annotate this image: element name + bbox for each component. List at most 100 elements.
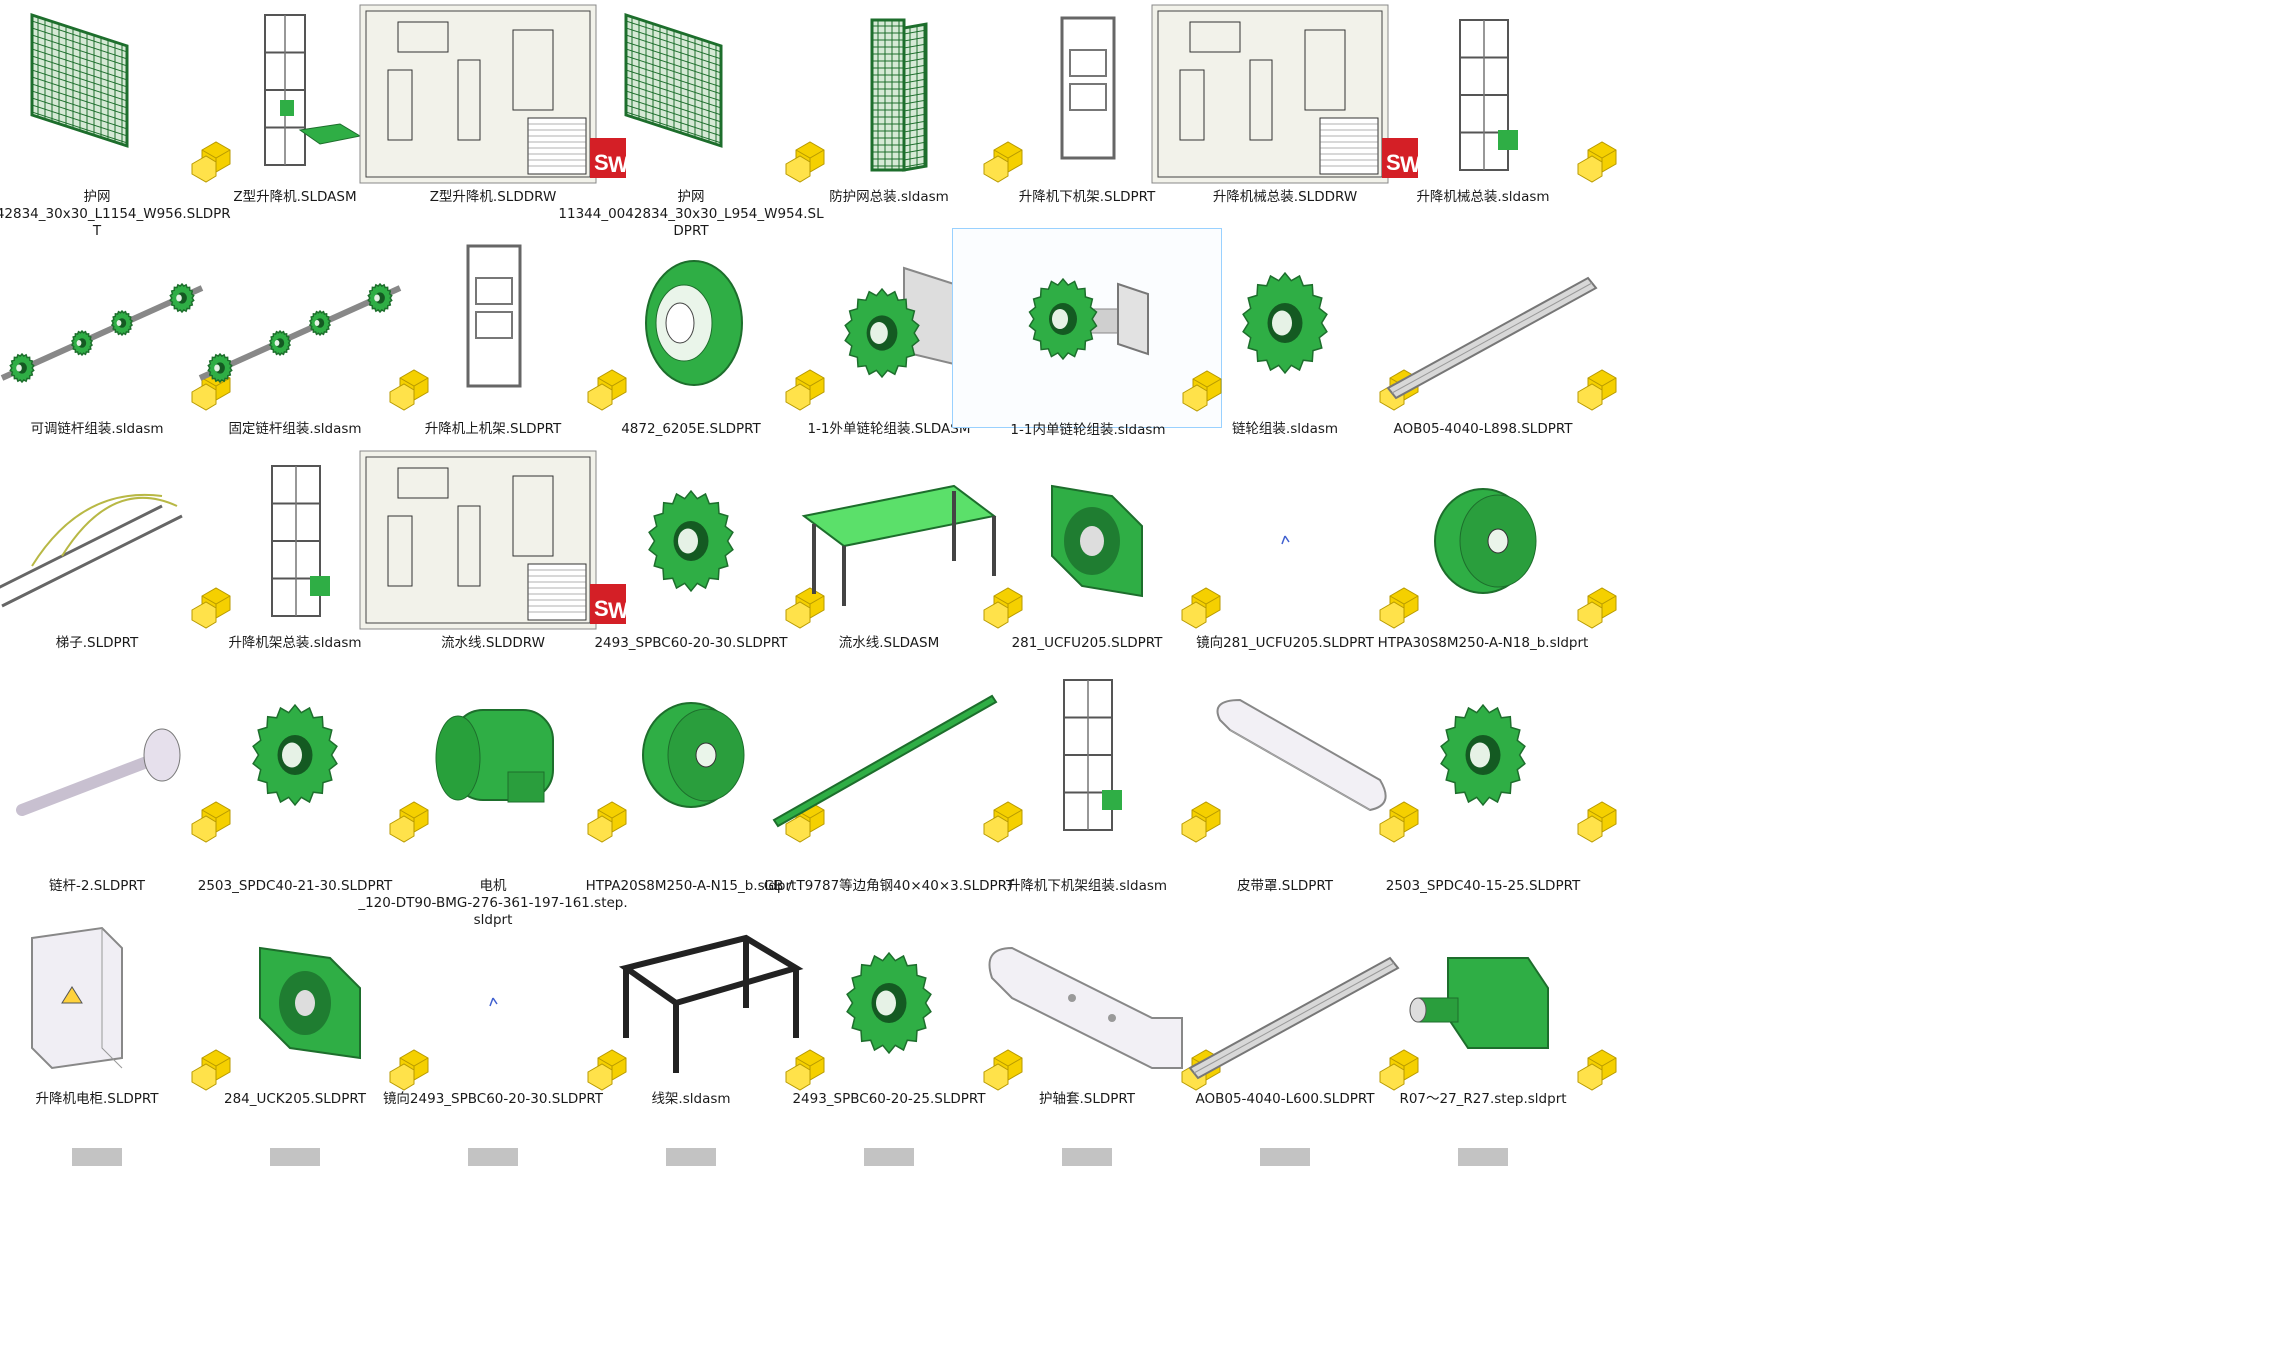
file-tile[interactable]: 284_UCK205.SLDPRT — [160, 908, 430, 1108]
mesh-cage-icon — [754, 0, 1024, 190]
sw-badge — [785, 141, 825, 183]
file-tile[interactable]: 护网4_0042834_30x30_L1154_W956.SLDPRT — [0, 0, 232, 239]
file-name-line: Z型升降机.SLDASM — [233, 189, 357, 205]
file-name-line: 链杆-2.SLDPRT — [48, 878, 146, 894]
file-tile[interactable] — [754, 1148, 1024, 1348]
file-name-line: 流水线.SLDDRW — [441, 635, 545, 651]
file-tile[interactable]: 线架.sldasm — [556, 908, 826, 1108]
svg-text:S: S — [594, 150, 609, 175]
file-name-line: 2503_SPDC40-15-25.SLDPRT — [1385, 878, 1581, 894]
file-tile[interactable] — [1348, 1148, 1618, 1348]
file-tile[interactable]: 升降机械总装.sldasm — [1348, 0, 1618, 205]
file-tile[interactable]: HTPA20S8M250-A-N15_b.sldprt — [556, 660, 826, 894]
file-tile[interactable]: 镜向2493_SPBC60-20-30.SLDPRT — [358, 908, 628, 1108]
partial-icon — [952, 1148, 1222, 1338]
file-name-line: 固定链杆组装.sldasm — [228, 421, 362, 437]
file-name-line: 升降机械总装.SLDDRW — [1212, 189, 1358, 205]
file-tile[interactable]: 2493_SPBC60-20-30.SLDPRT — [556, 446, 826, 651]
file-tile[interactable] — [952, 1148, 1222, 1348]
file-name-label: 4872_6205E.SLDPRT — [556, 421, 826, 438]
file-name-line: 4872_6205E.SLDPRT — [621, 421, 761, 437]
file-tile[interactable]: 1-1内单链轮组装.sldasm — [952, 228, 1222, 438]
drawing-sheet-icon: S W — [358, 0, 629, 190]
mesh-panel-icon — [0, 0, 232, 190]
file-tile[interactable] — [0, 1148, 232, 1348]
file-tile[interactable]: 链杆-2.SLDPRT — [0, 660, 232, 894]
file-tile[interactable]: 281_UCFU205.SLDPRT — [952, 446, 1222, 651]
file-name-line: Z型升降机.SLDDRW — [429, 189, 557, 205]
file-tile[interactable]: R07～27_R27.step.sldprt — [1348, 908, 1618, 1108]
file-name-label: GB / T9787等边角钢40×40×3.SLDPRT — [754, 878, 1024, 895]
file-tile[interactable]: 2493_SPBC60-20-25.SLDPRT — [754, 908, 1024, 1108]
file-name-line: 2493_SPBC60-20-30.SLDPRT — [594, 635, 788, 651]
file-name-line: 镜向281_UCFU205.SLDPRT — [1196, 635, 1374, 651]
file-tile[interactable]: 流水线.SLDASM — [754, 446, 1024, 651]
file-tile[interactable] — [358, 1148, 628, 1348]
tower-frame-icon — [1348, 0, 1618, 190]
file-tile[interactable]: 电机_120-DT90-BMG-276-361-197-161.step.sld… — [358, 660, 628, 928]
file-name-line: 284_UCK205.SLDPRT — [223, 1091, 366, 1107]
file-name-label: 升降机电柜.SLDPRT — [0, 1091, 232, 1108]
file-name-label: 护网4_0042834_30x30_L1154_W956.SLDPRT — [0, 189, 232, 240]
file-tile[interactable]: AOB05-4040-L600.SLDPRT — [1150, 908, 1420, 1108]
file-tile[interactable]: 固定链杆组装.sldasm — [160, 228, 430, 437]
file-tile[interactable]: 4872_6205E.SLDPRT — [556, 228, 826, 437]
file-name-line: AOB05-4040-L898.SLDPRT — [1393, 421, 1573, 437]
sw-badge — [785, 1049, 825, 1091]
pillow-block-icon — [160, 908, 430, 1098]
sw-badge — [1182, 370, 1222, 412]
file-tile[interactable]: GB / T9787等边角钢40×40×3.SLDPRT — [754, 660, 1024, 894]
file-name-label: 流水线.SLDDRW — [358, 635, 628, 652]
file-name-line: 线架.sldasm — [651, 1091, 731, 1107]
file-tile[interactable]: 梯子.SLDPRT — [0, 446, 232, 651]
file-tile[interactable] — [1150, 1148, 1420, 1348]
pulley-icon — [1348, 446, 1618, 636]
file-tile[interactable]: 链轮组装.sldasm — [1150, 228, 1420, 437]
file-name-label: 链轮组装.sldasm — [1150, 421, 1420, 438]
sw-badge — [191, 141, 231, 183]
file-name-line: 护网 — [677, 189, 705, 205]
file-name-line: 电机 — [479, 878, 507, 894]
file-name-label: 2503_SPDC40-21-30.SLDPRT — [160, 878, 430, 895]
file-tile[interactable] — [556, 1148, 826, 1348]
sw-badge — [785, 369, 825, 411]
sw-badge — [983, 1049, 1023, 1091]
file-tile[interactable]: AOB05-4040-L898.SLDPRT — [1348, 228, 1618, 437]
file-tile[interactable]: 皮带罩.SLDPRT — [1150, 660, 1420, 894]
sw-badge — [983, 141, 1023, 183]
file-tile[interactable]: 升降机电柜.SLDPRT — [0, 908, 232, 1108]
file-name-label: 2493_SPBC60-20-25.SLDPRT — [754, 1091, 1024, 1108]
table-frame-icon — [556, 908, 826, 1098]
sw-badge — [1577, 587, 1617, 629]
partial-icon — [1150, 1148, 1420, 1338]
sw-badge — [389, 801, 429, 843]
file-tile[interactable]: 升降机下机架组装.sldasm — [952, 660, 1222, 894]
file-tile[interactable]: 镜向281_UCFU205.SLDPRT — [1150, 446, 1420, 651]
file-name-label: 2503_SPDC40-15-25.SLDPRT — [1348, 878, 1618, 895]
file-name-label: 线架.sldasm — [556, 1091, 826, 1108]
file-name-label: 升降机下机架组装.sldasm — [952, 878, 1222, 895]
sw-badge — [587, 801, 627, 843]
file-tile[interactable]: HTPA30S8M250-A-N18_b.sldprt — [1348, 446, 1618, 651]
file-name-label: AOB05-4040-L898.SLDPRT — [1348, 421, 1618, 438]
mesh-panel-icon — [556, 0, 826, 190]
sw-badge — [191, 587, 231, 629]
partial-icon — [358, 1148, 628, 1338]
sprocket-icon — [556, 446, 826, 636]
file-tile[interactable]: 2503_SPDC40-21-30.SLDPRT — [160, 660, 430, 894]
file-name-label: 升降机械总装.sldasm — [1348, 189, 1618, 206]
file-tile[interactable]: 可调链杆组装.sldasm — [0, 228, 232, 437]
file-tile[interactable] — [160, 1148, 430, 1348]
file-tile[interactable]: 升降机上机架.SLDPRT — [358, 228, 628, 437]
partial-icon — [0, 1148, 232, 1338]
svg-text:W: W — [608, 152, 629, 177]
sw-badge — [389, 1049, 429, 1091]
file-tile[interactable]: 防护网总装.sldasm — [754, 0, 1024, 205]
file-tile[interactable]: 2503_SPDC40-15-25.SLDPRT — [1348, 660, 1618, 894]
drawing-sheet-icon: S W — [358, 446, 629, 636]
file-name-line: _120-DT90-BMG-276-361-197-161.step.sldpr… — [358, 895, 628, 928]
